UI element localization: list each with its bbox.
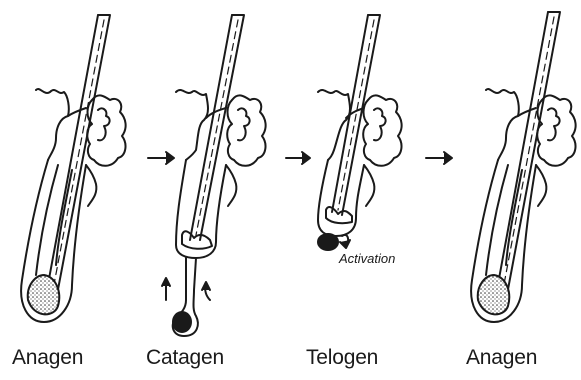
telogen-follicle bbox=[318, 15, 402, 250]
stage-label-anagen-1: Anagen bbox=[12, 346, 83, 370]
arrow-1 bbox=[148, 152, 174, 164]
stage-label-telogen: Telogen bbox=[306, 346, 378, 370]
catagen-follicle bbox=[162, 15, 266, 336]
activation-label: Activation bbox=[339, 251, 395, 266]
anagen-follicle-1 bbox=[21, 15, 126, 322]
arrow-3 bbox=[426, 152, 452, 164]
stage-label-catagen: Catagen bbox=[146, 346, 224, 370]
arrow-2 bbox=[286, 152, 310, 164]
anagen-follicle-2 bbox=[471, 12, 576, 322]
stage-label-anagen-2: Anagen bbox=[466, 346, 537, 370]
